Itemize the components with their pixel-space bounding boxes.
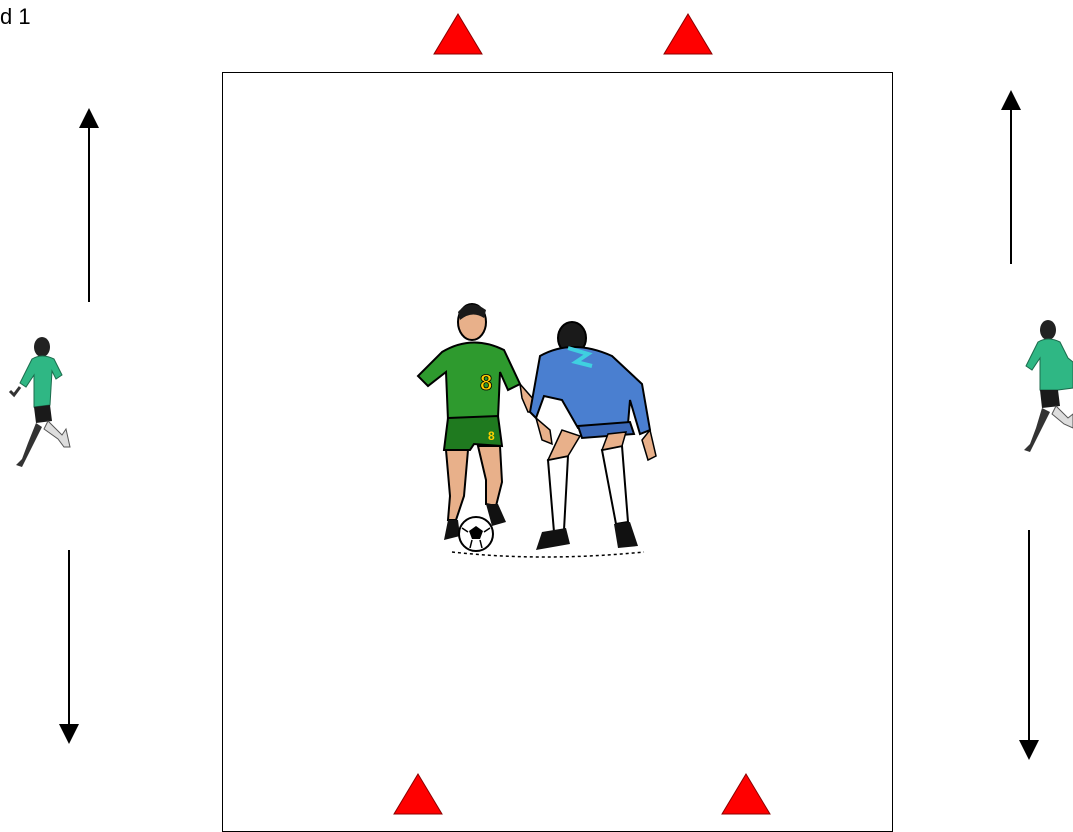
left-arrow-down-icon xyxy=(56,550,82,746)
right-side-player-icon xyxy=(1018,318,1073,458)
right-arrow-down-icon xyxy=(1016,530,1042,762)
green-player-icon: 8 8 xyxy=(418,304,536,540)
cone-bottom-right-icon xyxy=(720,772,772,816)
cone-top-right-icon xyxy=(662,12,714,56)
blue-player-icon xyxy=(530,322,656,550)
left-side-player-icon xyxy=(8,335,80,475)
right-arrow-up-icon xyxy=(998,90,1024,266)
cone-bottom-left-icon xyxy=(392,772,444,816)
drill-label: d 1 xyxy=(0,4,31,30)
svg-text:8: 8 xyxy=(480,370,492,395)
svg-text:8: 8 xyxy=(488,429,495,443)
soccer-ball-icon xyxy=(459,517,493,551)
center-players-illustration: 8 8 xyxy=(412,300,662,564)
left-arrow-up-icon xyxy=(76,108,102,304)
cone-top-left-icon xyxy=(432,12,484,56)
